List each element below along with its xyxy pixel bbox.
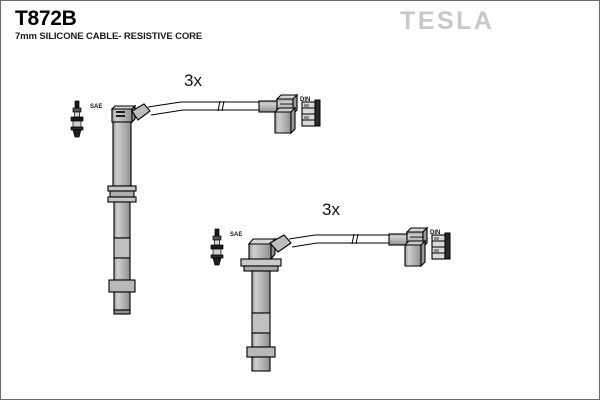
spark-plug-icon-bottom	[210, 228, 224, 266]
brand-logo: TESLA	[400, 7, 495, 35]
distributor-boot-top	[258, 93, 299, 135]
cable-assembly-bottom: SAE	[210, 226, 451, 372]
quantity-label-bottom: 3x	[322, 200, 340, 219]
sae-label-bottom: SAE	[230, 232, 242, 238]
distributor-boot-bottom	[388, 226, 429, 268]
part-description: 7mm SILICONE CABLE- RESISTIVE CORE	[15, 31, 203, 42]
cable-run-bottom	[288, 233, 389, 248]
cable-assembly-top: SAE	[70, 93, 321, 315]
din-label-top: DIN	[300, 97, 310, 103]
din-terminal-bottom	[431, 232, 451, 260]
din-label-bottom: DIN	[430, 230, 440, 236]
plug-boot-top	[107, 103, 151, 315]
cable-run-top	[147, 100, 259, 116]
sae-label-top: SAE	[90, 104, 102, 110]
din-terminal-top	[301, 99, 321, 127]
spark-plug-icon	[70, 100, 84, 138]
quantity-label-top: 3x	[184, 71, 202, 90]
page-title: T872B	[15, 7, 77, 30]
plug-boot-bottom	[240, 234, 292, 372]
